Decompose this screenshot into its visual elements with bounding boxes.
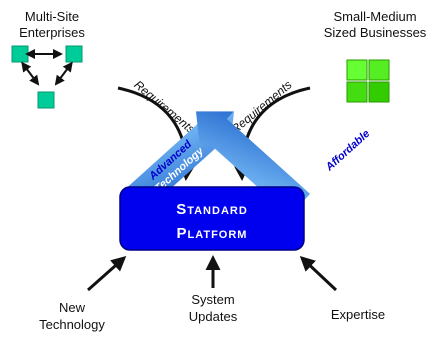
platform-title-line2: Platform	[177, 225, 248, 242]
expertise-arrow	[299, 255, 338, 292]
new-technology-label-line1: New	[59, 300, 86, 315]
smb-label-line2: Sized Businesses	[324, 25, 427, 40]
enterprise-label-line1: Multi-Site	[25, 9, 79, 24]
requirements-label-right: Requirements	[228, 78, 294, 137]
affordable-technology-labels: Affordable Technology	[323, 128, 384, 185]
enterprise-label-line2: Enterprises	[19, 25, 85, 40]
expertise-label: Expertise	[331, 307, 385, 322]
new-technology-arrow	[87, 256, 127, 292]
smb-grid-icon	[346, 59, 390, 103]
system-updates-label-line1: System	[191, 292, 234, 307]
new-technology-label-line2: Technology	[39, 317, 105, 332]
platform-title-line1: Standard	[176, 201, 248, 218]
system-updates-label-line2: Updates	[189, 309, 238, 324]
enterprise-sites-icon	[11, 45, 83, 109]
smb-label-line1: Small-Medium	[333, 9, 416, 24]
requirements-label-left: Requirements	[131, 78, 197, 137]
standard-platform-box	[119, 186, 305, 251]
